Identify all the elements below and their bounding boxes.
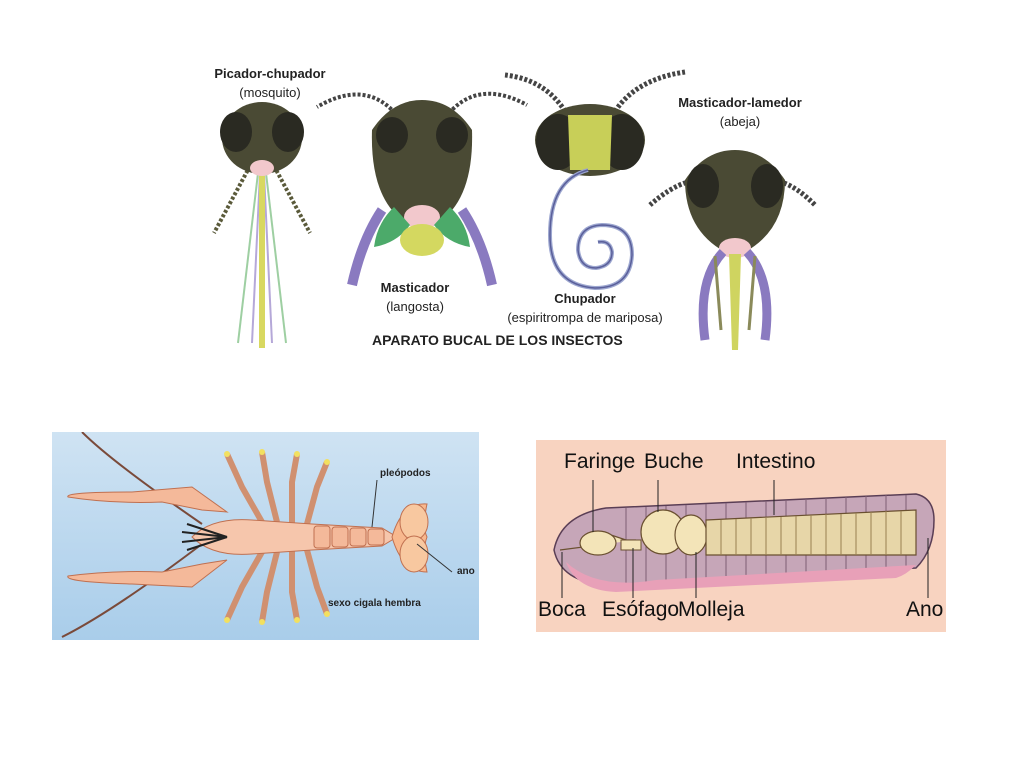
mosquito-animal-label: (mosquito)	[239, 85, 301, 100]
cigala-illustration	[61, 431, 453, 638]
langosta-type-label: Masticador	[380, 280, 450, 295]
mosquito-type-label: Picador-chupador	[214, 66, 326, 81]
esofago-label: Esófago	[602, 598, 680, 621]
abeja-animal-label: (abeja)	[719, 114, 761, 129]
abeja-type-label: Masticador-lamedor	[678, 95, 802, 110]
insects-figure-title: APARATO BUCAL DE LOS INSECTOS	[372, 332, 623, 348]
insect-heads-illustration	[212, 69, 817, 350]
mariposa-type-label: Chupador	[554, 291, 616, 306]
mariposa-animal-label: (espiritrompa de mariposa)	[507, 310, 663, 325]
cigala-caption: sexo cigala hembra	[328, 598, 421, 609]
buche-label: Buche	[644, 450, 704, 473]
faringe-label: Faringe	[564, 450, 636, 473]
lombriz-ano-label: Ano	[906, 598, 944, 621]
cigala-ano-label: ano	[457, 566, 475, 577]
earthworm-figure: Faringe Buche Intestino Boca Esófago Mol…	[536, 440, 946, 632]
pleopodos-label: pleópodos	[380, 468, 431, 479]
grasshopper-head	[315, 91, 528, 287]
earthworm-illustration	[553, 480, 935, 598]
cigala-figure: pleópodos ano sexo cigala hembra	[52, 431, 479, 640]
bee-head	[648, 150, 817, 350]
mosquito-head	[212, 102, 312, 348]
insect-mouthparts-figure: Picador-chupador (mosquito) Masticador (…	[190, 50, 830, 360]
butterfly-head	[504, 69, 686, 291]
langosta-animal-label: (langosta)	[386, 299, 444, 314]
intestino-label: Intestino	[736, 450, 816, 473]
molleja-label: Molleja	[678, 598, 745, 621]
boca-label: Boca	[538, 598, 586, 621]
